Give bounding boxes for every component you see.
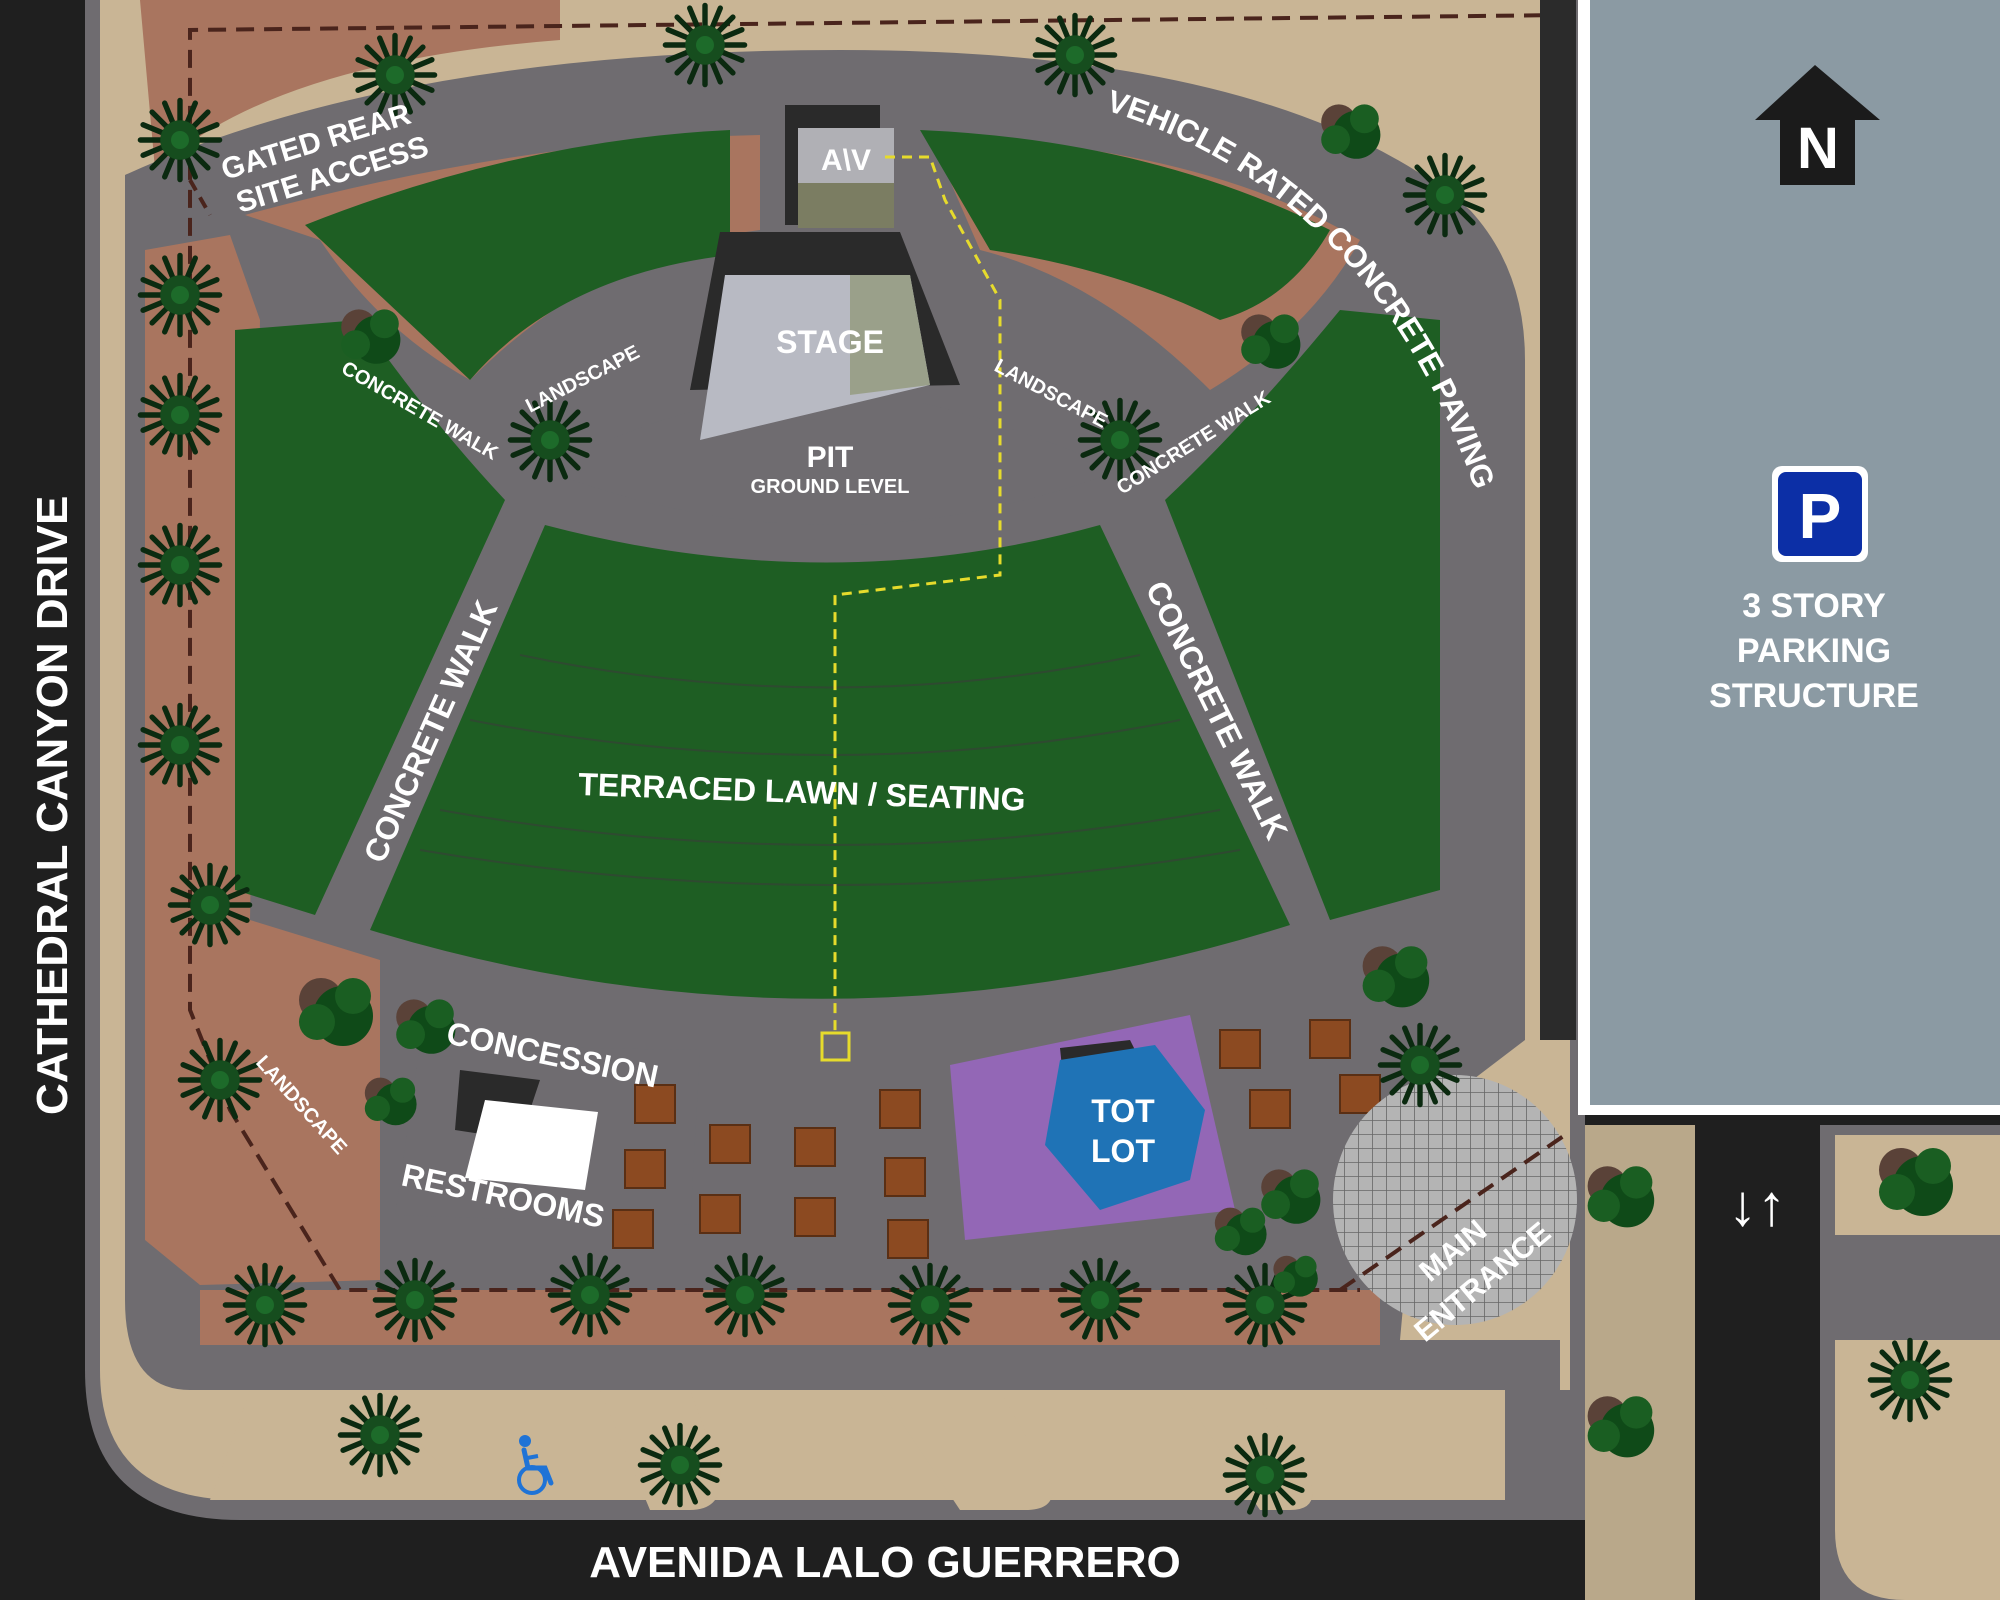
lawn-nw (305, 130, 730, 380)
two-way-arrows-icon: ↓↑ (1728, 1173, 1786, 1238)
tot-lot-label-2: LOT (1091, 1133, 1155, 1169)
accessible-parking-icon (517, 1435, 554, 1495)
terrace-line-2 (469, 719, 1181, 756)
main-entrance-plaza (1333, 1075, 1577, 1325)
av-cable-route (833, 155, 1002, 1035)
picnic-tables (612, 1019, 1381, 1259)
tot-lot-label-1: TOT (1091, 1093, 1155, 1129)
av-booth-label: A\V (821, 144, 871, 177)
tot-lot-play-area (1045, 1045, 1205, 1210)
parking-label-2: PARKING (1737, 632, 1891, 670)
stage-floor-right (850, 275, 930, 395)
terraced-lawn (370, 525, 1290, 999)
stage-label: STAGE (776, 324, 884, 360)
pit-label: PIT (807, 441, 854, 474)
south-sidewalk-ramp (1505, 1390, 1585, 1520)
street-south-label: AVENIDA LALO GUERRERO (589, 1538, 1181, 1587)
av-booth-lower (798, 183, 894, 228)
lawn-east (1165, 310, 1440, 920)
north-symbol: N (1797, 116, 1839, 181)
pit-area (545, 400, 1120, 525)
lawn-ne (920, 130, 1330, 320)
av-junction-box (820, 1031, 851, 1062)
parking-icon: P (1772, 466, 1868, 562)
parking-label-3: STRUCTURE (1709, 677, 1919, 715)
north-arrow-icon: N (1755, 65, 1880, 185)
parking-structure-edge (1540, 0, 1576, 1040)
pit-sublabel: GROUND LEVEL (751, 476, 910, 498)
street-west-label: CATHEDRAL CANYON DRIVE (28, 496, 77, 1115)
lawn-west (235, 320, 505, 915)
parking-label-1: 3 STORY (1742, 587, 1886, 625)
terrace-line-4 (419, 849, 1241, 886)
parking-symbol: P (1799, 480, 1842, 552)
av-booth (798, 128, 894, 183)
terrace-line-3 (439, 809, 1221, 846)
parking-driveway (1695, 1125, 1820, 1600)
south-planter-3 (880, 1390, 1053, 1510)
restroom-building (465, 1100, 598, 1190)
terrace-line-1 (519, 654, 1141, 689)
